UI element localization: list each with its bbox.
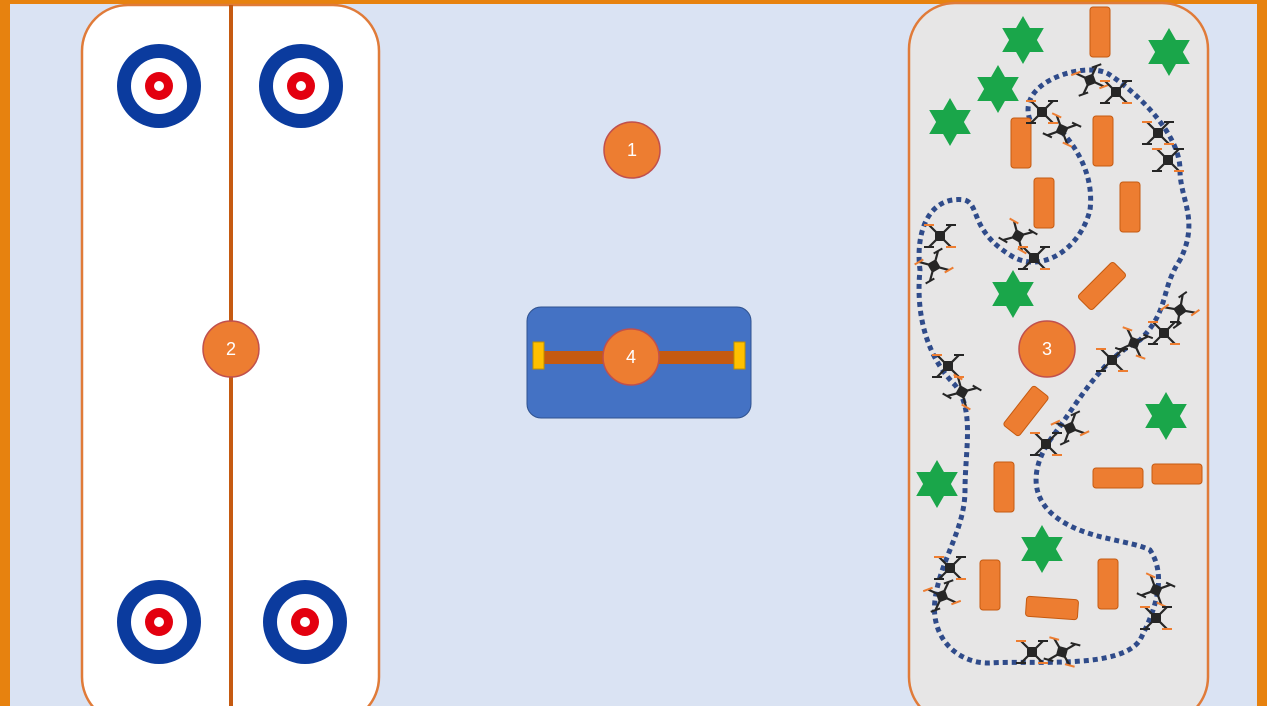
zone-label-3: 3 xyxy=(1042,339,1052,359)
orange-block-obstacle-icon xyxy=(1119,181,1141,233)
orange-block-obstacle-icon xyxy=(993,461,1015,513)
zone-label-1: 1 xyxy=(627,140,637,160)
orange-block-obstacle-icon xyxy=(1151,463,1203,485)
zone-marker-3: 3 xyxy=(1018,320,1076,378)
orange-block-obstacle-icon xyxy=(1089,6,1111,58)
bar-end-right xyxy=(733,341,746,370)
bar-end-left xyxy=(532,341,545,370)
orange-block-obstacle-icon xyxy=(1092,115,1114,167)
orange-block-obstacle-icon xyxy=(1097,558,1119,610)
orange-block-obstacle-icon xyxy=(979,559,1001,611)
flight-path xyxy=(916,67,1192,666)
obstacle-blocks xyxy=(979,6,1203,621)
orange-block-obstacle-icon xyxy=(1077,261,1127,311)
zone-marker-2: 2 xyxy=(202,320,260,378)
orange-block-obstacle-icon xyxy=(1033,177,1055,229)
orange-block-obstacle-icon xyxy=(1092,467,1144,489)
orange-block-obstacle-icon xyxy=(1010,117,1032,169)
curling-house-target-icon xyxy=(263,580,347,664)
orange-block-obstacle-icon xyxy=(1003,385,1049,437)
curling-house-target-icon xyxy=(117,44,201,128)
curling-house-target-icon xyxy=(117,580,201,664)
zone-marker-4: 4 xyxy=(602,328,660,386)
zone-marker-1: 1 xyxy=(603,121,661,179)
curling-house-target-icon xyxy=(259,44,343,128)
zone-label-2: 2 xyxy=(226,339,236,359)
orange-block-obstacle-icon xyxy=(1025,595,1079,621)
zone-label-4: 4 xyxy=(626,347,636,367)
